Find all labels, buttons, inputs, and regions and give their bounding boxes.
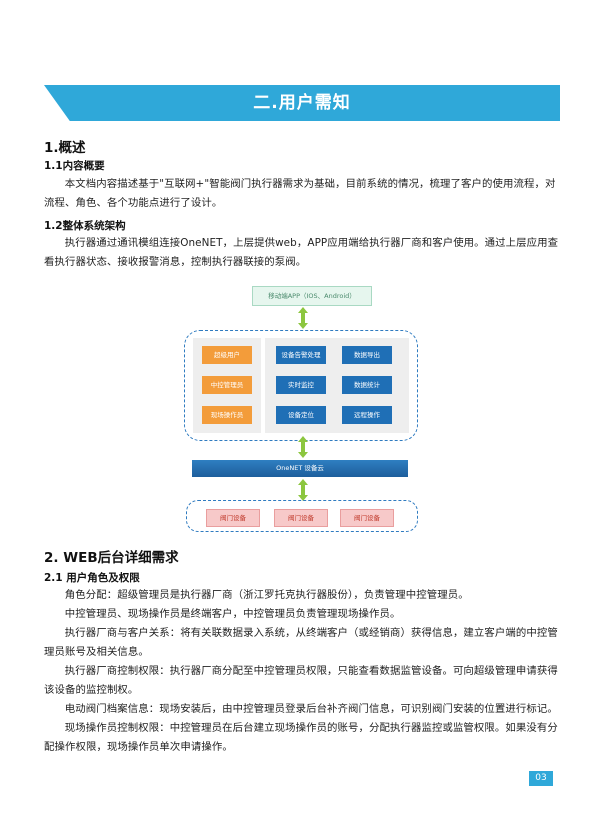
paragraph-manufacturer-client: 执行器厂商与客户关系：将有关联数据录入系统，从终端客户（或经销商）获得信息，建立…	[44, 627, 558, 658]
function-data-statistics: 数据统计	[342, 376, 392, 394]
paragraph-role-assignment: 角色分配：超级管理员是执行器厂商（浙江罗托克执行器股份），负责管理中控管理员。	[64, 589, 469, 601]
valve-device-box: 阀门设备	[340, 509, 394, 527]
section-heading-overview: 1.概述	[44, 140, 86, 156]
role-field-operator: 现场操作员	[202, 406, 252, 424]
onenet-cloud-bar: OneNET 设备云	[192, 460, 408, 477]
architecture-diagram: 移动端APP（IOS、Android） 超级用户 中控管理员 现场操作员 设备告…	[180, 283, 420, 543]
page-number: 03	[529, 771, 553, 786]
function-device-location: 设备定位	[276, 406, 326, 424]
subsection-heading-roles-permissions: 2.1 用户角色及权限	[44, 572, 140, 584]
paragraph-central-admin: 中控管理员、现场操作员是终端客户，中控管理员负责管理现场操作员。	[64, 608, 401, 620]
subsection-heading-architecture: 1.2整体系统架构	[44, 220, 126, 232]
role-super-user: 超级用户	[202, 346, 252, 364]
function-realtime-monitor: 实时监控	[276, 376, 326, 394]
section-heading-web-backend: 2. WEB后台详细需求	[44, 550, 179, 566]
valve-device-box: 阀门设备	[274, 509, 328, 527]
double-arrow-icon	[298, 436, 308, 458]
double-arrow-icon	[298, 307, 308, 329]
title-banner	[44, 85, 560, 121]
paragraph-architecture: 执行器通过通讯模组连接OneNET，上层提供web，APP应用端给执行器厂商和客…	[44, 237, 559, 268]
paragraph-manufacturer-permission: 执行器厂商控制权限：执行器厂商分配至中控管理员权限，只能查看数据监管设备。可向超…	[44, 665, 558, 696]
double-arrow-icon	[298, 479, 308, 501]
function-remote-operation: 远程操作	[342, 406, 392, 424]
chapter-title: 二.用户需知	[253, 93, 351, 113]
mobile-app-box: 移动端APP（IOS、Android）	[252, 286, 372, 306]
paragraph-valve-archive: 电动阀门档案信息：现场安装后，由中控管理员登录后台补齐阀门信息，可识别阀门安装的…	[64, 703, 558, 715]
paragraph-operator-permission: 现场操作员控制权限：中控管理员在后台建立现场操作员的账号，分配执行器监控或监管权…	[44, 722, 558, 753]
devices-dashed-frame	[186, 500, 418, 532]
valve-device-box: 阀门设备	[206, 509, 260, 527]
paragraph-content-summary: 本文档内容描述基于"互联网+"智能阀门执行器需求为基础，目前系统的情况，梳理了客…	[44, 178, 556, 209]
subsection-heading-content-summary: 1.1内容概要	[44, 160, 105, 172]
function-alarm-handling: 设备告警处理	[276, 346, 326, 364]
function-data-export: 数据导出	[342, 346, 392, 364]
role-central-admin: 中控管理员	[202, 376, 252, 394]
